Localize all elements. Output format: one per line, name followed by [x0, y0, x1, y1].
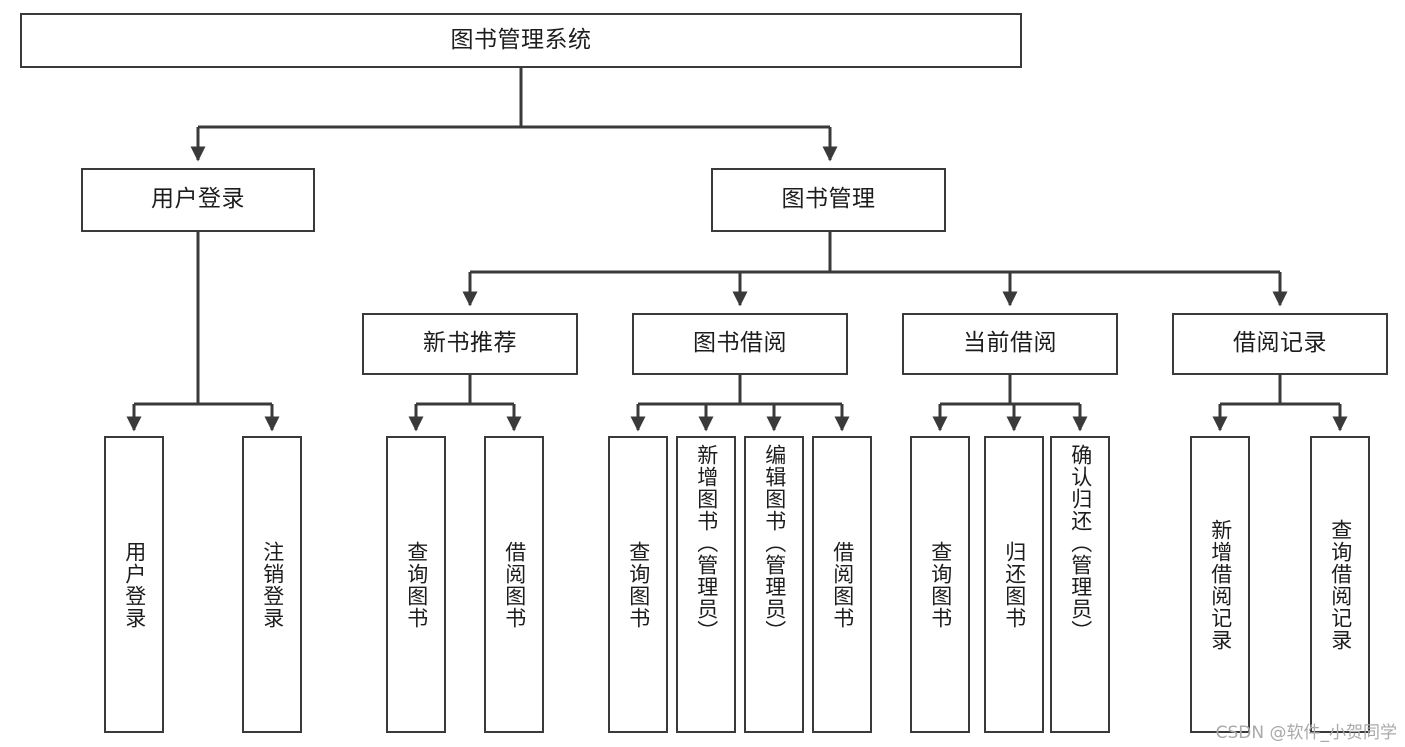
- leaf-label: 归还图书: [1002, 540, 1027, 629]
- leaf-label: 注销登录: [260, 540, 285, 629]
- leaf-user-login[interactable]: 用户登录: [104, 436, 164, 733]
- leaf-label: 确认归还（管理员）: [1068, 444, 1093, 642]
- leaf-query-book-borrow[interactable]: 查询图书: [608, 436, 668, 733]
- leaf-add-book-admin[interactable]: 新增图书（管理员）: [676, 436, 736, 733]
- leaf-label: 借阅图书: [830, 540, 855, 629]
- node-current-borrow[interactable]: 当前借阅: [902, 313, 1118, 375]
- leaf-label: 借阅图书: [502, 540, 527, 629]
- leaf-query-borrow-record[interactable]: 查询借阅记录: [1310, 436, 1370, 733]
- leaf-label: 查询借阅记录: [1328, 518, 1353, 651]
- leaf-label: 用户登录: [122, 540, 147, 629]
- leaf-label: 查询图书: [626, 540, 651, 629]
- leaf-return-book[interactable]: 归还图书: [984, 436, 1044, 733]
- leaf-confirm-return-admin[interactable]: 确认归还（管理员）: [1050, 436, 1110, 733]
- node-user-login[interactable]: 用户登录: [81, 168, 315, 232]
- leaf-borrow-book[interactable]: 借阅图书: [812, 436, 872, 733]
- node-root-system[interactable]: 图书管理系统: [20, 13, 1022, 68]
- leaf-borrow-book-recommend[interactable]: 借阅图书: [484, 436, 544, 733]
- leaf-edit-book-admin[interactable]: 编辑图书（管理员）: [744, 436, 804, 733]
- leaf-query-book-current[interactable]: 查询图书: [910, 436, 970, 733]
- csdn-watermark: CSDN @软件_小贺同学: [1215, 723, 1397, 743]
- leaf-label: 新增图书（管理员）: [694, 444, 719, 642]
- leaf-logout[interactable]: 注销登录: [242, 436, 302, 733]
- leaf-label: 查询图书: [404, 540, 429, 629]
- node-new-book-recommend[interactable]: 新书推荐: [362, 313, 578, 375]
- leaf-query-book-recommend[interactable]: 查询图书: [386, 436, 446, 733]
- node-borrow-records[interactable]: 借阅记录: [1172, 313, 1388, 375]
- leaf-label: 新增借阅记录: [1208, 518, 1233, 651]
- leaf-add-borrow-record[interactable]: 新增借阅记录: [1190, 436, 1250, 733]
- node-book-borrow[interactable]: 图书借阅: [632, 313, 848, 375]
- leaf-label: 查询图书: [928, 540, 953, 629]
- node-book-management[interactable]: 图书管理: [711, 168, 946, 232]
- leaf-label: 编辑图书（管理员）: [762, 444, 787, 642]
